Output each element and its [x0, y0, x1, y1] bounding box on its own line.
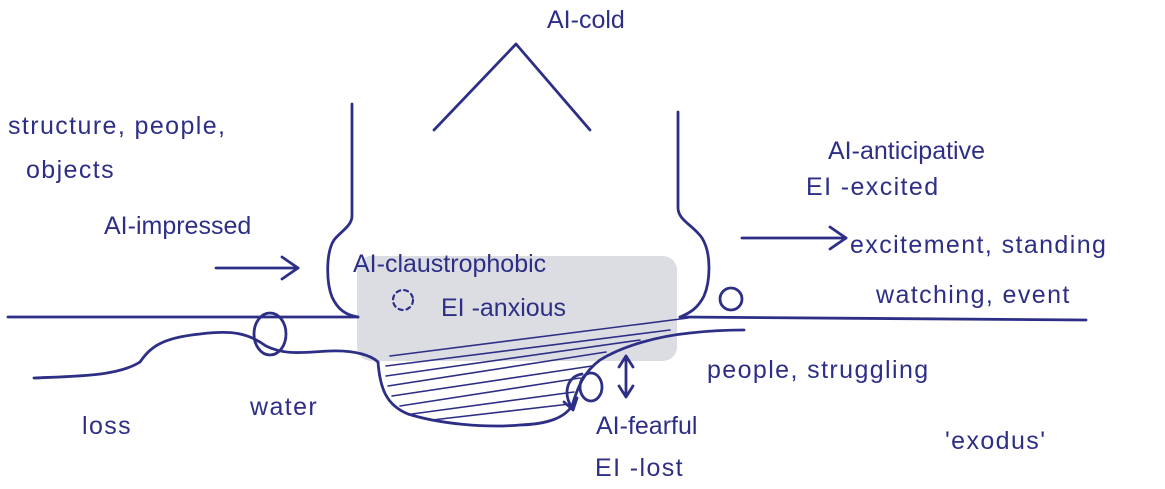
label-ei-excited: EI -excited [806, 172, 940, 202]
label-ai-claustrophobic: AI-claustrophobic [353, 249, 546, 279]
water-bank [34, 332, 378, 378]
roof-lines [434, 44, 590, 130]
person-figure-right [720, 288, 742, 310]
label-exodus: 'exodus' [945, 426, 1046, 456]
label-ai-impressed: AI-impressed [104, 211, 251, 241]
building-left-wall [328, 104, 358, 317]
label-ai-anticipative: AI-anticipative [828, 136, 985, 166]
label-ei-anxious: EI -anxious [441, 293, 566, 323]
label-ei-lost: EI -lost [595, 453, 684, 483]
label-loss: loss [82, 411, 132, 441]
label-ai-fearful: AI-fearful [596, 411, 697, 441]
label-excitement-line2: watching, event [876, 280, 1071, 310]
label-water: water [250, 392, 318, 422]
label-people-struggling: people, struggling [707, 355, 930, 385]
building-right-wall [678, 112, 709, 317]
label-ai-cold: AI-cold [547, 5, 625, 35]
label-structure-line1: structure, people, [8, 111, 226, 141]
person-figure-struggling [580, 373, 602, 401]
label-excitement-line1: excitement, standing [850, 230, 1107, 260]
ground-line-right [680, 317, 1086, 320]
label-structure-line2: objects [26, 155, 115, 185]
